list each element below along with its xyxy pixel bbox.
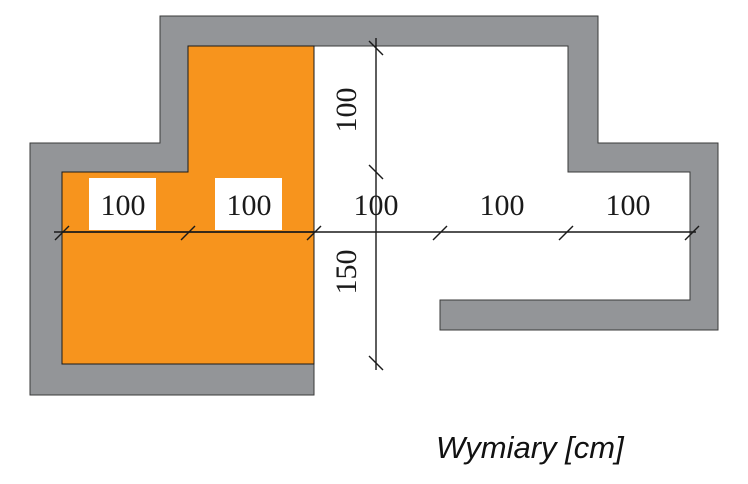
tick-h-1 xyxy=(54,225,70,241)
tick-h-2 xyxy=(180,225,196,241)
tick-h-5 xyxy=(558,225,574,241)
label-background-2 xyxy=(215,178,282,230)
dimension-label-1: 100 xyxy=(101,189,146,222)
dimension-label-2: 100 xyxy=(227,189,272,222)
caption: Wymiary [cm] xyxy=(436,430,624,465)
dimension-label-vertical-top: 100 xyxy=(330,88,363,133)
dimension-ticks xyxy=(54,40,700,371)
shaded-area xyxy=(61,45,315,365)
dimension-label-vertical-bottom: 150 xyxy=(330,250,363,295)
dimension-label-5: 100 xyxy=(606,189,651,222)
tick-h-4 xyxy=(432,225,448,241)
dimension-label-4: 100 xyxy=(480,189,525,222)
tick-v-2 xyxy=(368,164,384,180)
tick-v-1 xyxy=(368,40,384,56)
tick-v-3 xyxy=(368,355,384,371)
wall-outline xyxy=(29,15,719,396)
tick-h-6 xyxy=(684,225,700,241)
dimension-label-3: 100 xyxy=(354,189,399,222)
tick-h-3 xyxy=(306,225,322,241)
label-background-1 xyxy=(89,178,156,230)
